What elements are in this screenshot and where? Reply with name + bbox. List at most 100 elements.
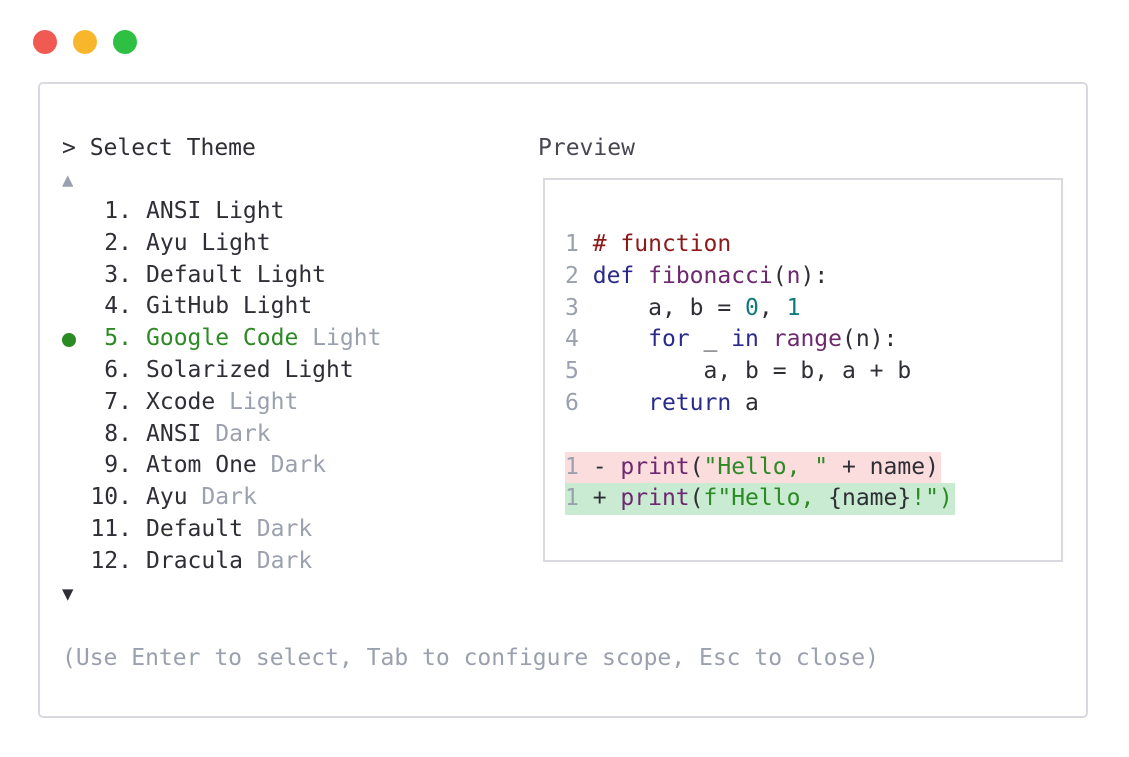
theme-item-name: GitHub Light bbox=[146, 293, 313, 320]
code-token: , bbox=[758, 294, 787, 321]
dialog-title: > Select Theme bbox=[62, 135, 256, 161]
theme-item-name: ANSI Light bbox=[146, 198, 285, 224]
theme-item-variant: Dark bbox=[201, 484, 257, 511]
theme-item-name: Default Light bbox=[146, 261, 327, 288]
close-button[interactable] bbox=[33, 30, 57, 54]
code-token: a, b = b, a + b bbox=[578, 358, 912, 385]
theme-item[interactable]: 9. Atom One Dark bbox=[62, 450, 381, 482]
code-line: 4 for _ in range(n): bbox=[565, 324, 955, 356]
theme-item-name: Atom One bbox=[146, 452, 257, 479]
theme-selector: > Select Theme ▲ 1. ANSI Light 2. Ayu Light… bbox=[62, 132, 381, 610]
code-token bbox=[579, 231, 593, 257]
code-token: a bbox=[731, 389, 759, 416]
theme-item-number: 2. bbox=[104, 229, 132, 256]
code-token: ( bbox=[689, 485, 704, 512]
line-number: 1 bbox=[565, 485, 579, 512]
code-token: in bbox=[731, 326, 759, 353]
code-token: !") bbox=[911, 485, 953, 512]
theme-item-number: 7. bbox=[104, 388, 132, 415]
theme-item-name: Google Code bbox=[146, 325, 299, 352]
maximize-button[interactable] bbox=[113, 30, 137, 54]
code-token: ): bbox=[800, 262, 829, 289]
theme-item-name: Ayu bbox=[146, 484, 188, 511]
theme-item-name: Xcode bbox=[146, 388, 216, 415]
code-token: # function bbox=[592, 231, 732, 257]
code-token: (n): bbox=[842, 326, 898, 353]
theme-item-number: 4. bbox=[104, 293, 132, 320]
diff-line-added: 1 + print(f"Hello, {name}!") bbox=[565, 483, 955, 516]
theme-item[interactable]: 6. Solarized Light bbox=[62, 355, 381, 387]
theme-dialog: > Select Theme ▲ 1. ANSI Light 2. Ayu Light… bbox=[38, 82, 1088, 718]
theme-item-name: Default bbox=[146, 515, 243, 542]
theme-item[interactable]: 5. Google Code Light bbox=[62, 323, 381, 355]
code-token: print bbox=[620, 453, 690, 480]
theme-item-variant: Light bbox=[229, 388, 299, 415]
window-controls bbox=[33, 30, 137, 54]
code-token bbox=[579, 263, 593, 289]
theme-item-number: 6. bbox=[104, 356, 132, 383]
theme-item-number: 11. bbox=[90, 515, 132, 542]
line-number: 5 bbox=[565, 358, 579, 385]
theme-item[interactable]: 7. Xcode Light bbox=[62, 387, 381, 419]
theme-item-number: 3. bbox=[104, 261, 132, 288]
code-token: + name) bbox=[828, 453, 939, 480]
code-line: 5 a, b = b, a + b bbox=[565, 356, 955, 388]
code-token: for bbox=[648, 326, 690, 353]
code-token bbox=[579, 390, 648, 416]
line-number: 2 bbox=[565, 262, 579, 289]
code-token: - bbox=[578, 453, 621, 480]
minimize-button[interactable] bbox=[73, 30, 97, 54]
theme-item-variant: Dark bbox=[270, 452, 327, 479]
code-token: ( bbox=[772, 262, 787, 289]
keyboard-hint: (Use Enter to select, Tab to configure s… bbox=[62, 645, 879, 671]
code-gap bbox=[565, 420, 955, 452]
theme-item-number: 1. bbox=[104, 198, 132, 224]
diff-line-row: 1 - print("Hello, " + name) bbox=[565, 451, 955, 484]
line-number: 1 bbox=[565, 231, 579, 257]
line-number: 3 bbox=[565, 294, 579, 321]
theme-item-number: 9. bbox=[104, 452, 132, 479]
theme-item-variant: Dark bbox=[256, 547, 313, 574]
code-token bbox=[759, 326, 773, 352]
selected-dot-icon bbox=[62, 333, 76, 348]
line-number: 4 bbox=[565, 326, 579, 353]
code-token: _ bbox=[689, 326, 732, 353]
code-token: + bbox=[578, 485, 621, 512]
code-token bbox=[579, 326, 648, 352]
code-line: 6 return a bbox=[565, 388, 955, 420]
code-token bbox=[634, 263, 648, 289]
theme-item-variant: Dark bbox=[256, 515, 313, 542]
theme-item[interactable]: 12. Dracula Dark bbox=[62, 546, 381, 578]
theme-item[interactable]: 4. GitHub Light bbox=[62, 291, 381, 323]
code-line: 2 def fibonacci(n): bbox=[565, 261, 955, 293]
theme-item[interactable]: 10.Ayu Dark bbox=[62, 482, 381, 514]
code-token: {name} bbox=[828, 485, 912, 512]
theme-item-name: Dracula bbox=[146, 547, 243, 574]
code-line: 1 # function bbox=[565, 229, 955, 261]
theme-item-number: 5. bbox=[104, 325, 132, 352]
diff-line-row: 1 + print(f"Hello, {name}!") bbox=[565, 483, 955, 516]
theme-item[interactable]: 3. Default Light bbox=[62, 260, 381, 292]
scroll-up-icon[interactable]: ▲ bbox=[62, 169, 74, 191]
theme-item-name: Ayu Light bbox=[146, 229, 271, 256]
code-token: "Hello, " bbox=[703, 453, 829, 480]
theme-item[interactable]: 2. Ayu Light bbox=[62, 228, 381, 260]
theme-item[interactable]: 11. Default Dark bbox=[62, 514, 381, 546]
theme-item[interactable]: 8.ANSI Dark bbox=[62, 419, 381, 451]
theme-item[interactable]: 1. ANSI Light bbox=[62, 196, 381, 228]
theme-item-name: ANSI bbox=[146, 420, 202, 447]
code-token: fibonacci bbox=[648, 262, 773, 289]
diff-line-removed: 1 - print("Hello, " + name) bbox=[565, 451, 941, 484]
theme-item-variant: Light bbox=[312, 325, 382, 352]
theme-item-variant: Dark bbox=[215, 420, 271, 447]
theme-item-name: Solarized Light bbox=[146, 356, 354, 383]
code-token: a, b = bbox=[578, 294, 746, 321]
theme-item-number: 12. bbox=[90, 547, 132, 574]
code-token: ( bbox=[689, 453, 704, 480]
scroll-down-icon[interactable]: ▼ bbox=[62, 582, 74, 605]
code-token: 0 bbox=[745, 294, 759, 321]
line-number: 6 bbox=[565, 389, 579, 416]
